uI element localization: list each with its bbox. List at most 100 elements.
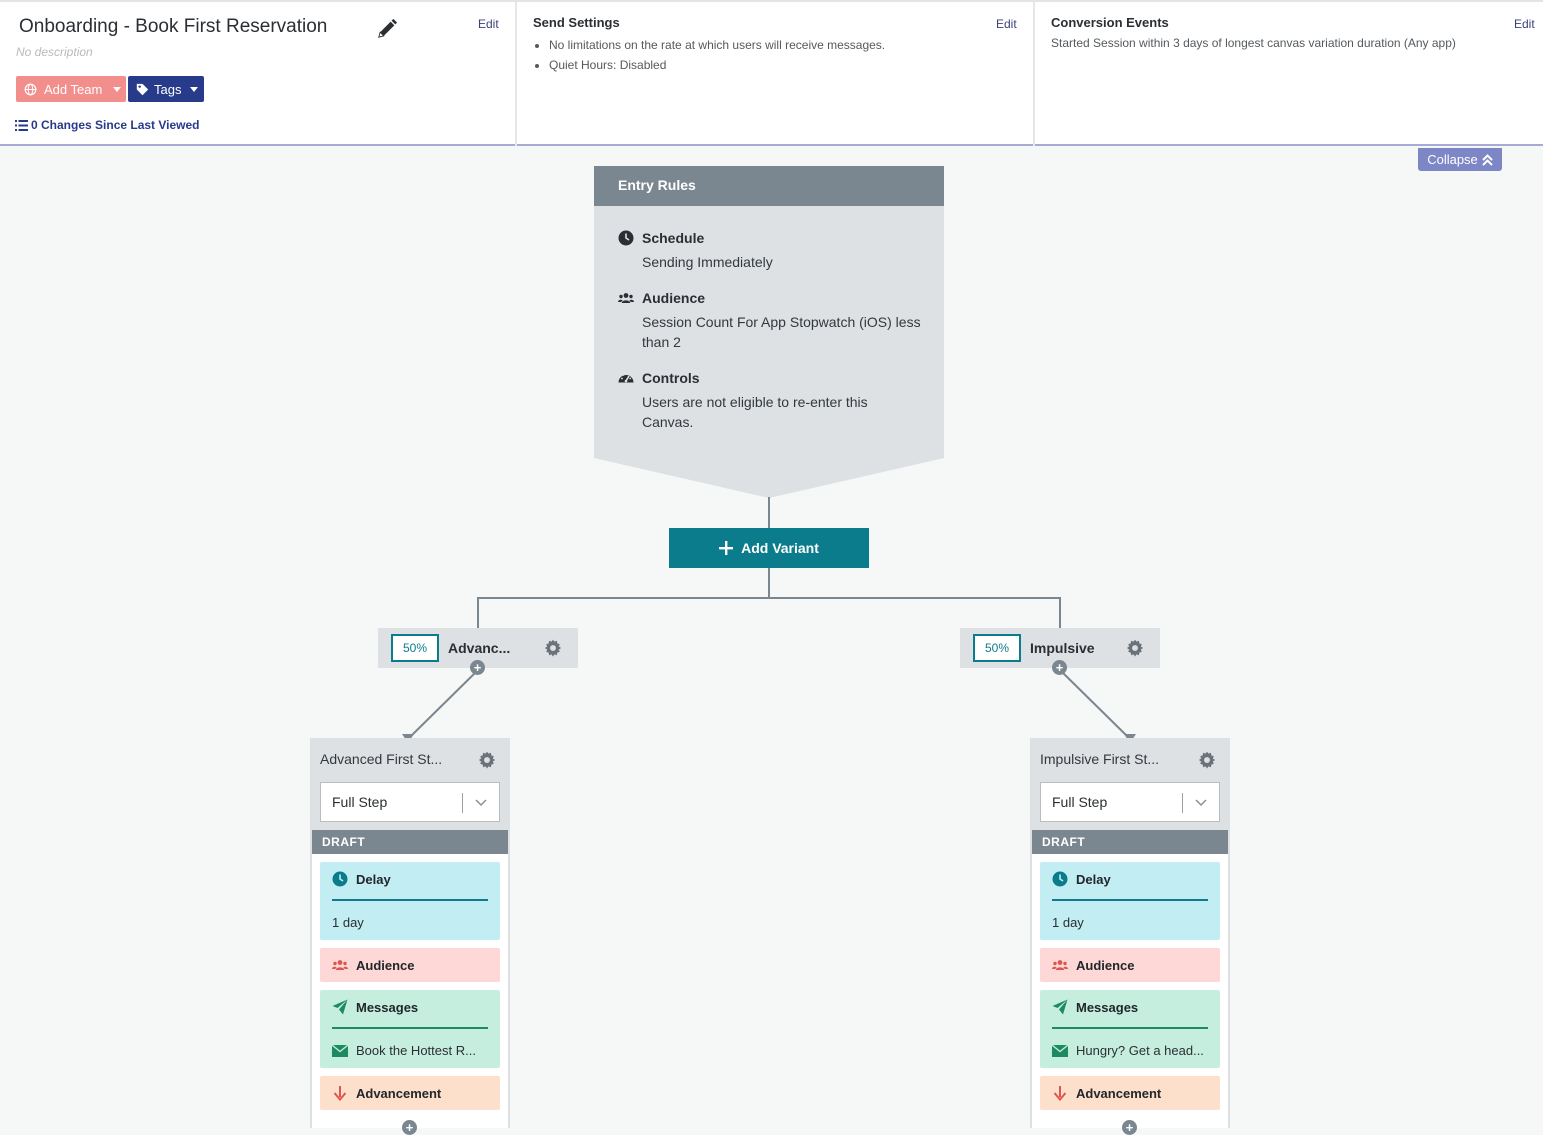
audience-label: Audience: [356, 957, 415, 973]
select-separator: [1182, 793, 1183, 813]
chevron-down-icon: [190, 86, 199, 92]
envelope-icon: [332, 1044, 348, 1057]
paper-plane-icon: [332, 999, 348, 1015]
messages-label: Messages: [356, 999, 419, 1015]
connector-line: [1059, 597, 1061, 628]
message-name: Book the Hottest R...: [356, 1043, 476, 1058]
clock-icon: [332, 871, 348, 887]
delay-value: 1 day: [332, 915, 364, 930]
schedule-section: Schedule Sending Immediately: [618, 230, 922, 272]
divider: [332, 899, 488, 901]
select-separator: [462, 793, 463, 813]
message-item[interactable]: Book the Hottest R...: [332, 1043, 492, 1058]
step-card-impulsive[interactable]: Impulsive First St... Full Step DRAFT De…: [1030, 738, 1230, 1128]
delay-component[interactable]: Delay 1 day: [1040, 862, 1220, 940]
gear-icon[interactable]: [544, 639, 562, 657]
step-name[interactable]: Impulsive First St...: [1040, 751, 1160, 767]
entry-rules-card[interactable]: Entry Rules Schedule Sending Immediately…: [594, 166, 944, 498]
canvas-description[interactable]: No description: [16, 45, 93, 59]
add-team-button[interactable]: Add Team: [16, 76, 126, 102]
message-item[interactable]: Hungry? Get a head...: [1052, 1043, 1212, 1058]
add-team-label: Add Team: [44, 81, 103, 97]
gear-icon[interactable]: [1126, 639, 1144, 657]
audience-component[interactable]: Audience: [320, 948, 500, 982]
step-name[interactable]: Advanced First St...: [320, 751, 443, 767]
clock-icon: [1052, 871, 1068, 887]
audience-label: Audience: [642, 290, 706, 306]
entry-rules-title: Entry Rules: [618, 177, 696, 193]
edit-details-link[interactable]: Edit: [478, 17, 499, 31]
pencil-icon[interactable]: [376, 18, 398, 40]
send-settings-list: No limitations on the rate at which user…: [549, 35, 885, 75]
tags-button[interactable]: Tags: [128, 76, 204, 102]
clock-icon: [618, 230, 634, 246]
edit-send-settings-link[interactable]: Edit: [996, 17, 1017, 31]
advancement-component[interactable]: Advancement: [1040, 1076, 1220, 1110]
double-chevron-up-icon: [1482, 153, 1493, 166]
status-badge: DRAFT: [1032, 830, 1228, 854]
chevron-down-icon: [475, 799, 487, 807]
arrow-down-icon: [333, 1086, 347, 1101]
conversion-events-text: Started Session within 3 days of longest…: [1051, 36, 1456, 50]
add-step-plus-icon[interactable]: +: [402, 1120, 417, 1135]
delay-label: Delay: [356, 871, 391, 887]
variant-impulsive[interactable]: 50% Impulsive: [960, 628, 1160, 668]
list-item: No limitations on the rate at which user…: [549, 35, 885, 55]
add-step-plus-icon[interactable]: +: [1052, 660, 1067, 675]
audience-component[interactable]: Audience: [1040, 948, 1220, 982]
delay-component[interactable]: Delay 1 day: [320, 862, 500, 940]
plus-icon: [719, 541, 734, 555]
add-step-plus-icon[interactable]: +: [1122, 1120, 1137, 1135]
canvas-header: Onboarding - Book First Reservation Edit…: [0, 0, 1543, 146]
divider: [332, 1027, 488, 1029]
users-icon: [1052, 960, 1068, 970]
canvas-details-panel: Onboarding - Book First Reservation Edit…: [0, 2, 517, 146]
variant-percent-input[interactable]: 50%: [973, 634, 1021, 662]
status-badge: DRAFT: [312, 830, 508, 854]
schedule-text: Sending Immediately: [642, 254, 773, 270]
step-card-advanced[interactable]: Advanced First St... Full Step DRAFT Del…: [310, 738, 510, 1128]
paper-plane-icon: [1052, 999, 1068, 1015]
divider: [1052, 1027, 1208, 1029]
chevron-down-icon: [1195, 799, 1207, 807]
edit-conversion-events-link[interactable]: Edit: [1514, 17, 1535, 31]
variant-percent-input[interactable]: 50%: [391, 634, 439, 662]
messages-label: Messages: [1076, 999, 1139, 1015]
controls-text: Users are not eligible to re-enter this …: [642, 394, 868, 430]
tags-label: Tags: [154, 81, 182, 97]
add-variant-label: Add Variant: [741, 540, 819, 556]
advancement-component[interactable]: Advancement: [320, 1076, 500, 1110]
audience-label: Audience: [1076, 957, 1135, 973]
arrow-down-icon: [1053, 1086, 1067, 1101]
step-type-value: Full Step: [332, 794, 388, 810]
send-settings-panel: Send Settings Edit No limitations on the…: [517, 2, 1035, 146]
chevron-down-icon: [113, 86, 122, 92]
users-icon: [332, 960, 348, 970]
gauge-icon: [618, 372, 634, 383]
add-variant-button[interactable]: Add Variant: [669, 528, 869, 568]
collapse-button[interactable]: Collapse: [1418, 148, 1502, 171]
connector-line: [768, 568, 770, 598]
message-name: Hungry? Get a head...: [1076, 1043, 1204, 1058]
globe-icon: [24, 83, 37, 95]
schedule-label: Schedule: [642, 230, 705, 246]
messages-component[interactable]: Messages Hungry? Get a head...: [1040, 990, 1220, 1068]
collapse-label: Collapse: [1427, 152, 1478, 167]
advancement-label: Advancement: [356, 1085, 442, 1101]
list-icon: [15, 119, 28, 131]
changes-since-last-viewed-link[interactable]: 0 Changes Since Last Viewed: [15, 118, 200, 132]
connector-line: [477, 597, 479, 628]
conversion-events-title: Conversion Events: [1051, 15, 1169, 30]
connector-line: [768, 497, 770, 528]
connector-line: [477, 597, 1061, 599]
canvas-name[interactable]: Onboarding - Book First Reservation: [19, 16, 328, 37]
gear-icon[interactable]: [1198, 751, 1216, 769]
step-type-select[interactable]: Full Step: [1040, 782, 1220, 822]
step-type-select[interactable]: Full Step: [320, 782, 500, 822]
divider: [1052, 899, 1208, 901]
add-step-plus-icon[interactable]: +: [470, 660, 485, 675]
gear-icon[interactable]: [478, 751, 496, 769]
envelope-icon: [1052, 1044, 1068, 1057]
messages-component[interactable]: Messages Book the Hottest R...: [320, 990, 500, 1068]
